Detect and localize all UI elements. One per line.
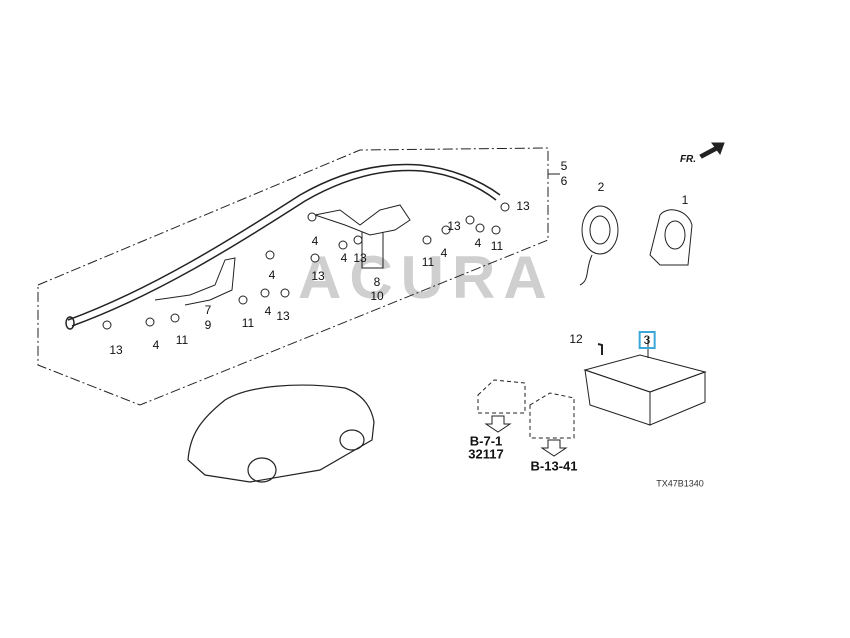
- callout[interactable]: 11: [241, 316, 255, 330]
- clock-spring: [579, 205, 619, 286]
- diagram-code: TX47B1340: [656, 478, 704, 489]
- steering-angle-sensor: [649, 209, 693, 266]
- callout[interactable]: 4: [264, 304, 272, 318]
- callout[interactable]: 13: [516, 199, 530, 213]
- callout[interactable]: 13: [311, 269, 325, 283]
- srs-unit: [583, 337, 707, 426]
- callout[interactable]: 9: [204, 318, 212, 332]
- callout[interactable]: 4: [340, 251, 348, 265]
- callout[interactable]: 11: [175, 333, 189, 347]
- callout[interactable]: 2: [597, 180, 605, 194]
- callout[interactable]: 4: [474, 236, 482, 250]
- callout[interactable]: 11: [490, 239, 504, 253]
- callout[interactable]: 1: [681, 193, 689, 207]
- callout[interactable]: 8: [373, 275, 381, 289]
- reference-link[interactable]: 32117: [468, 446, 504, 462]
- callout[interactable]: 4: [268, 268, 276, 282]
- callout[interactable]: 4: [311, 234, 319, 248]
- front-direction-label: FR.: [679, 154, 697, 165]
- callout-highlighted[interactable]: 3: [638, 331, 656, 349]
- callout[interactable]: 13: [276, 309, 290, 323]
- callout[interactable]: 7: [204, 303, 212, 317]
- connector-views: [477, 379, 575, 457]
- callout[interactable]: 12: [569, 332, 583, 346]
- callout[interactable]: 10: [370, 289, 384, 303]
- front-arrow-icon: [699, 142, 725, 159]
- bolts: [102, 202, 510, 330]
- callout[interactable]: 11: [421, 255, 435, 269]
- callout[interactable]: 4: [152, 338, 160, 352]
- callout[interactable]: 13: [353, 251, 367, 265]
- vehicle-silhouette: [187, 384, 375, 483]
- callout[interactable]: 13: [109, 343, 123, 357]
- reference-link[interactable]: B-13-41: [530, 458, 578, 474]
- harness-group-outline: [37, 147, 560, 406]
- callout[interactable]: 5: [560, 159, 568, 173]
- reference-link[interactable]: B-7-1: [469, 433, 503, 449]
- callout[interactable]: 13: [447, 219, 461, 233]
- callout[interactable]: 4: [440, 246, 448, 260]
- bracket-parts: [154, 204, 411, 306]
- callout[interactable]: 6: [560, 174, 568, 188]
- airbag-wire-harness: [65, 163, 501, 330]
